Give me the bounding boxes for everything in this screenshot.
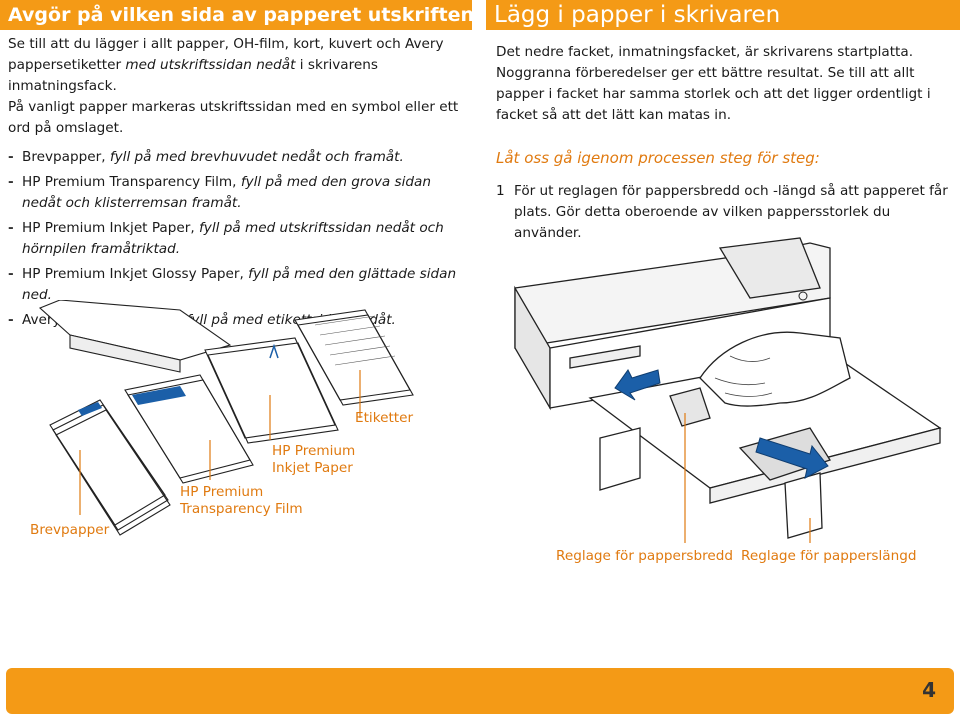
caption-inkjet-line1: HP Premium [272, 443, 356, 459]
printer-illustration [514, 237, 942, 543]
intro-tail: i skrivarens inmatningsfack. [8, 57, 378, 94]
footer-bar: 4 [6, 668, 954, 714]
intro-paragraph-1: Se till att du lägger i allt papper, OH-… [8, 34, 470, 97]
caption-width-guide: Reglage för pappersbredd [556, 548, 734, 564]
bullet-dash-icon: ‑ [8, 220, 14, 236]
list-item: ‑ HP Premium Inkjet Paper, fyll på med ut… [8, 218, 470, 260]
width-arrow-icon [614, 369, 661, 401]
bullet-label: HP Premium Inkjet Glossy Paper, [22, 266, 244, 282]
bullet-dash-icon: ‑ [8, 312, 14, 328]
bullet-label: Brevpapper, [22, 149, 106, 165]
steps-lead-in: Låt oss gå igenom processen steg för ste… [496, 149, 820, 167]
bullet-instruction: fyll på med utskriftssidan nedåt och hör… [22, 220, 444, 257]
bullet-label: HP Premium Transparency Film, [22, 174, 237, 190]
paper-types-illustration [38, 300, 414, 536]
caption-labels: Etiketter [355, 410, 414, 426]
left-column: Se till att du lägger i allt papper, OH-… [8, 34, 470, 335]
intro-paragraph-2: På vanligt papper markeras utskriftssida… [8, 99, 459, 136]
intro-paragraph: Det nedre facket, inmatningsfacket, är s… [496, 44, 931, 123]
bullet-dash-icon: ‑ [8, 174, 14, 190]
intro-text: Se till att du lägger i allt papper, OH-… [8, 36, 444, 73]
length-arrow-icon [755, 437, 829, 479]
page-number: 4 [922, 678, 936, 702]
caption-inkjet: HP Premium Inkjet Paper [272, 443, 355, 477]
step-number: 1 [496, 183, 505, 199]
list-item: ‑ Brevpapper, fyll på med brevhuvudet ned… [8, 147, 470, 168]
transparency-strip [132, 386, 186, 405]
list-item: ‑ HP Premium Inkjet Glossy Paper, fyll på… [8, 264, 470, 306]
right-column: Det nedre facket, inmatningsfacket, är s… [496, 42, 954, 244]
right-heading: Lägg i papper i skrivaren [486, 0, 960, 30]
step-1: 1 För ut reglagen för pappersbredd och -… [496, 181, 954, 244]
step-text: För ut reglagen för pappersbredd och -lä… [514, 183, 948, 241]
bullet-instruction: fyll på med den glättade sidan ned. [22, 266, 457, 303]
caption-transparency-line1: HP Premium [180, 484, 264, 500]
caption-letterhead: Brevpapper [30, 522, 110, 538]
caption-inkjet-line2: Inkjet Paper [272, 460, 353, 476]
caption-transparency-line2: Transparency Film [180, 501, 303, 517]
left-heading: Avgör på vilken sida av papperet utskrif… [0, 0, 472, 30]
caption-transparency: HP Premium Transparency Film [180, 484, 303, 518]
bullet-instruction: fyll på med brevhuvudet nedåt och framåt… [109, 149, 404, 165]
bullet-dash-icon: ‑ [8, 266, 14, 282]
bullet-instruction: fyll på med den grova sidan nedåt och kl… [22, 174, 431, 211]
paper-orientation-list: ‑ Brevpapper, fyll på med brevhuvudet ned… [8, 147, 470, 331]
caption-length-guide: Reglage för papperslängd [741, 548, 917, 564]
bullet-label: HP Premium Inkjet Paper, [22, 220, 195, 236]
intro-emphasis: med utskriftssidan nedåt [125, 57, 296, 73]
list-item: ‑ HP Premium Transparency Film, fyll på m… [8, 172, 470, 214]
bullet-dash-icon: ‑ [8, 149, 14, 165]
